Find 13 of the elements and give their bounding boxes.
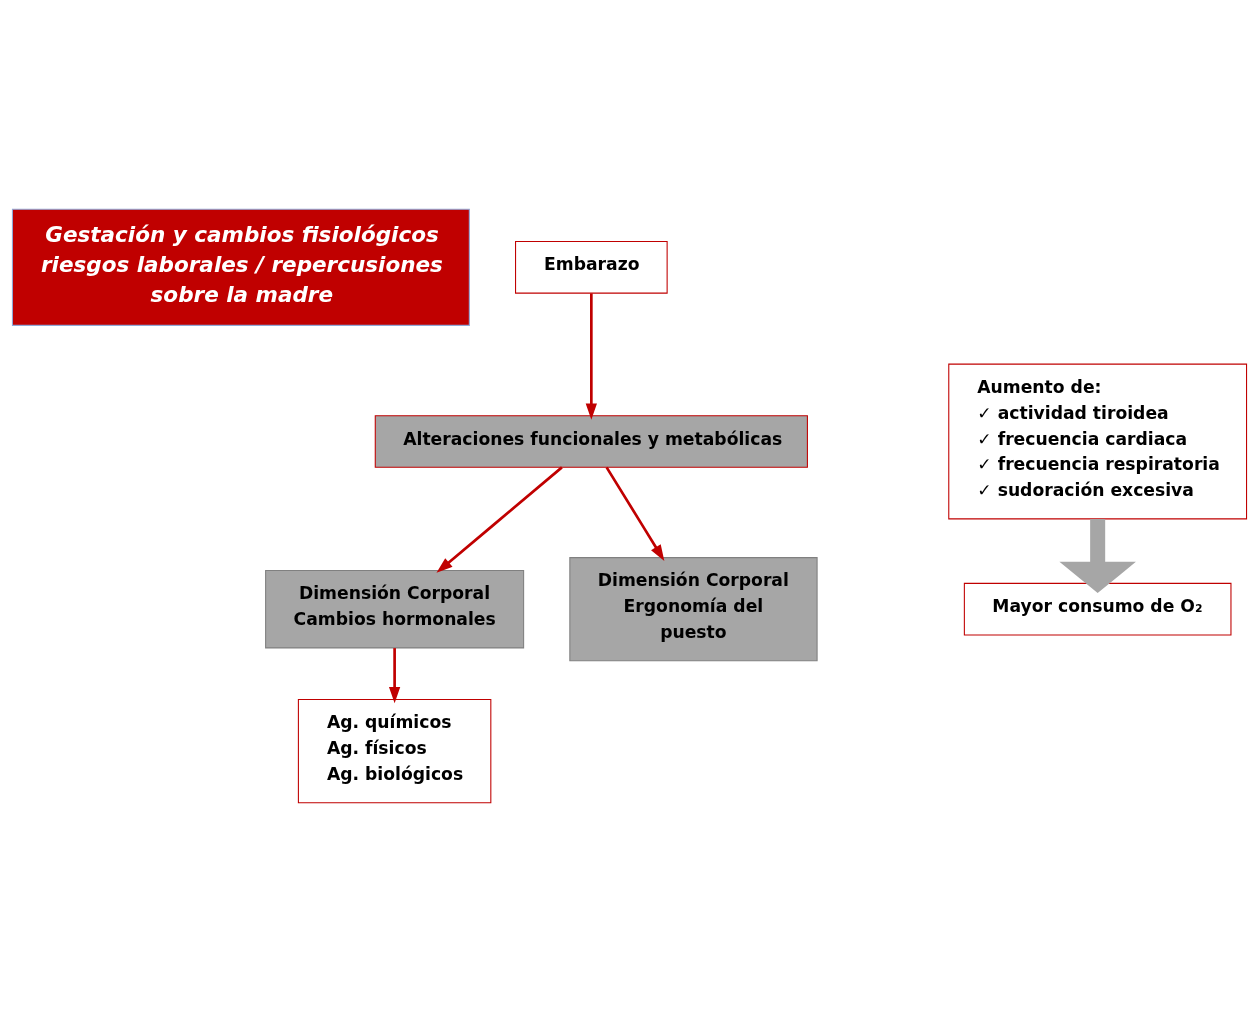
node-box: Gestación y cambios fisiológicos riesgos laborales / repercusiones sobre la madre — [11, 208, 470, 326]
arrow — [388, 648, 401, 704]
node-box: Dimensión Corporal Cambios hormonales — [265, 569, 525, 649]
arrow — [1059, 519, 1136, 594]
node-box: Dimensión Corporal Ergonomía del puesto — [569, 557, 818, 662]
arrow — [585, 293, 597, 420]
arrow — [605, 466, 665, 561]
node-box: Aumento de: ✓ actividad tiroidea ✓ frecuencia cardiaca ✓ frecuencia respiratoria ✓ sudoración excesiva — [948, 363, 1248, 520]
node-box: Alteraciones funcionales y metabólicas — [374, 415, 808, 468]
node-box: Mayor consumo de O₂ — [963, 582, 1232, 636]
node-box: Ag. químicos Ag. físicos Ag. biológicos — [297, 698, 492, 804]
arrow — [436, 466, 563, 573]
node-box: Embarazo — [515, 241, 668, 294]
